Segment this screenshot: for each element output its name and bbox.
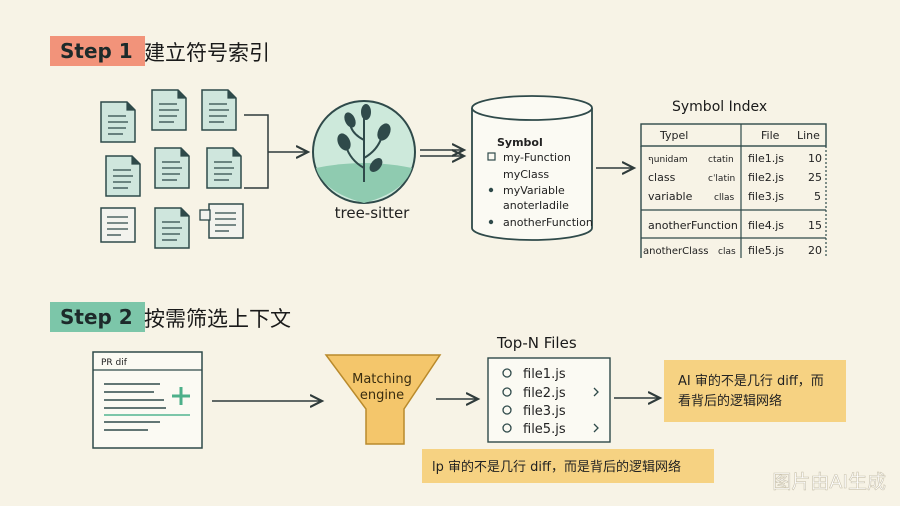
topn-box	[487, 357, 611, 443]
step1-badge: Step 1	[50, 36, 145, 66]
symbol-index-title: Symbol Index	[672, 99, 767, 115]
callout-right-line2: 看背后的逻辑网络	[678, 393, 782, 409]
symbol-database-icon	[471, 95, 593, 241]
db-item: my-Function	[503, 151, 571, 164]
index-cell-line: 20	[808, 244, 822, 257]
symbol-index-table	[640, 123, 827, 258]
callout-bottom-text: lp 审的不是几行 diff，而是背后的逻辑网络	[432, 459, 681, 475]
callout-right	[664, 360, 846, 422]
index-cell-type: ctatin	[708, 155, 734, 165]
funnel-label-line2: engine	[360, 388, 404, 403]
topn-file-item[interactable]: file1.js	[523, 367, 566, 382]
file-radio[interactable]	[502, 405, 512, 415]
index-cell-type: clas	[718, 247, 736, 257]
index-cell-name: variable	[648, 190, 693, 203]
index-cell-file: file3.js	[748, 190, 784, 203]
db-item-marker	[487, 152, 496, 161]
file-radio[interactable]	[502, 423, 512, 433]
step2-title: 按需筛选上下文	[144, 307, 291, 331]
step1-title: 建立符号索引	[144, 41, 270, 65]
chevron-right-icon[interactable]	[593, 387, 599, 397]
ai-watermark: 图片由AI生成	[772, 471, 886, 493]
callout-right-line1: AI 审的不是几行 diff，而	[678, 373, 824, 389]
file-radio[interactable]	[502, 387, 512, 397]
index-cell-line: 10	[808, 152, 822, 165]
index-cell-file: file2.js	[748, 171, 784, 184]
step2-badge: Step 2	[50, 302, 145, 332]
bracket-connector	[244, 114, 308, 189]
index-cell-name: anotherClass	[643, 246, 708, 257]
index-header-file: File	[761, 129, 780, 142]
db-item: anotherFunction	[503, 216, 593, 229]
index-cell-type: cllas	[714, 193, 734, 203]
db-item: anoterIadile	[503, 199, 569, 212]
topn-file-item[interactable]: file3.js	[523, 404, 566, 419]
chevron-right-icon[interactable]	[593, 423, 599, 433]
pr-diff-label: PR dif	[101, 358, 128, 368]
pr-diff-window	[92, 351, 203, 449]
db-item: myClass	[503, 168, 549, 181]
arrow-to-db	[420, 150, 464, 156]
index-cell-line: 25	[808, 171, 822, 184]
db-symbol-list: my-Function myClass myVariable anoterIad…	[487, 151, 593, 229]
db-item-marker	[488, 187, 494, 193]
topn-file-item[interactable]: file2.js	[523, 386, 566, 401]
db-item: myVariable	[503, 184, 565, 197]
tree-sitter-label: tree-sitter	[335, 204, 411, 222]
callout-bottom	[422, 449, 714, 483]
index-cell-line: 15	[808, 219, 822, 232]
tree-sitter-icon	[312, 100, 416, 204]
file-radio[interactable]	[502, 368, 512, 378]
db-item-marker	[488, 219, 494, 225]
index-cell-file: file4.js	[748, 219, 784, 232]
source-files-icon	[100, 89, 244, 249]
matching-engine-funnel	[324, 354, 442, 445]
index-header-line: Line	[797, 129, 820, 142]
funnel-label-line1: Matching	[352, 372, 412, 387]
index-cell-name: anotherFunction	[648, 219, 738, 232]
index-cell-name: ףunidam	[648, 155, 688, 165]
index-cell-type: cˈlatin	[708, 174, 735, 184]
db-heading: Symbol	[497, 136, 543, 149]
index-cell-file: file5.js	[748, 244, 784, 257]
index-cell-file: file1.js	[748, 152, 784, 165]
index-cell-name: class	[648, 171, 676, 184]
index-header-type: Typel	[659, 129, 688, 142]
topn-file-item[interactable]: file5.js	[523, 422, 566, 437]
index-cell-line: 5	[814, 190, 821, 203]
plus-icon	[172, 387, 190, 405]
topn-title: Top-N Files	[496, 334, 577, 352]
